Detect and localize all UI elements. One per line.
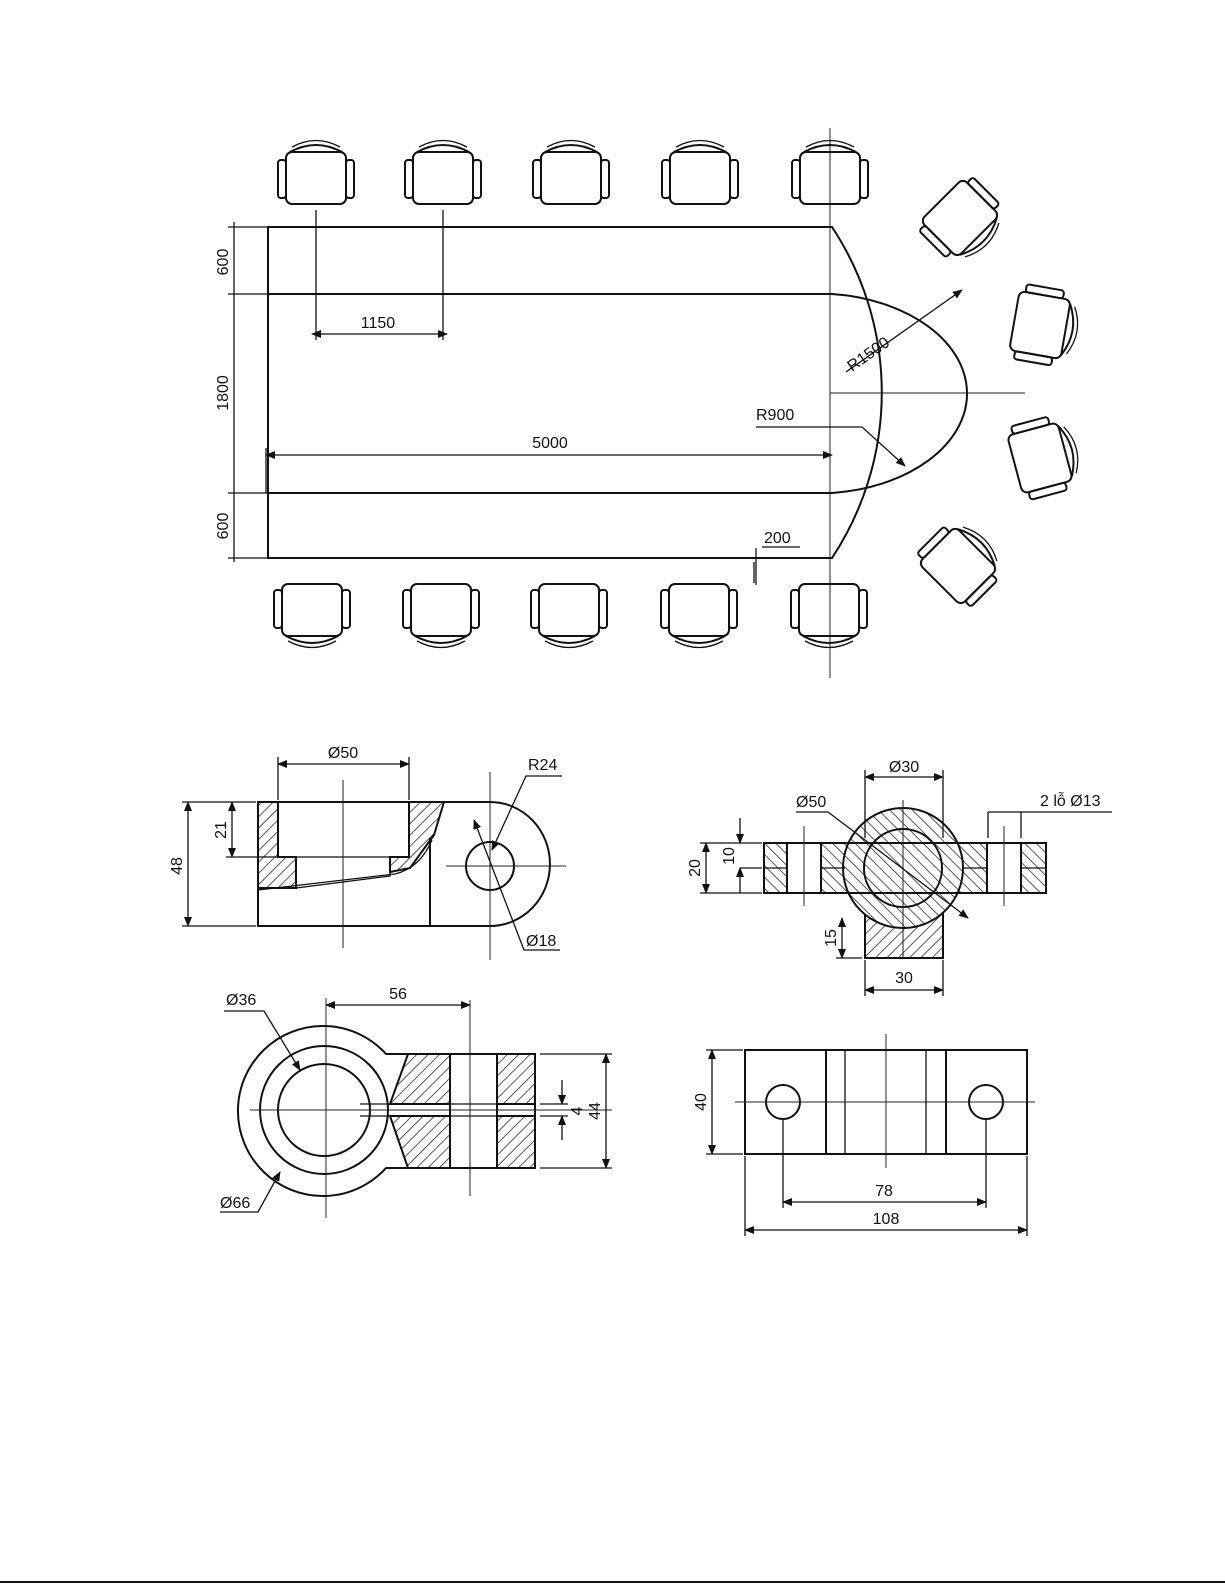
dim-r24: R24 <box>528 757 557 774</box>
dim-dia50-a: Ø50 <box>328 745 358 762</box>
dim-4: 4 <box>569 1106 586 1115</box>
part-a-top-view: 56 Ø36 Ø66 44 4 <box>220 986 612 1218</box>
conference-table-plan: 600 1800 600 1150 5000 R1500 R900 200 <box>215 128 1086 678</box>
dim-600-bottom: 600 <box>215 513 232 540</box>
chair-bottom-row <box>274 584 867 648</box>
dim-1150: 1150 <box>361 315 396 332</box>
dim-5000: 5000 <box>532 435 568 452</box>
part-b-front-view: Ø30 Ø50 2 lỗ Ø13 20 10 15 30 <box>687 759 1112 996</box>
dim-108: 108 <box>873 1211 900 1228</box>
dim-21: 21 <box>213 821 230 839</box>
dim-dia66: Ø66 <box>220 1195 250 1212</box>
dim-r1500: R1500 <box>845 334 893 375</box>
dim-1800: 1800 <box>215 375 232 411</box>
dim-56: 56 <box>389 986 407 1003</box>
dim-44: 44 <box>587 1102 604 1120</box>
dim-10: 10 <box>721 847 738 865</box>
chair-top-row <box>278 141 868 205</box>
dim-600-top: 600 <box>215 249 232 276</box>
dim-30: 30 <box>895 970 913 987</box>
part-b-top-view: 40 78 108 <box>693 1034 1035 1236</box>
dim-15: 15 <box>823 929 840 947</box>
chair-curved-side <box>913 173 1086 612</box>
part-a-front-view: Ø50 R24 48 21 Ø18 <box>169 745 566 960</box>
dim-2-holes-dia13: 2 lỗ Ø13 <box>1040 791 1101 810</box>
dim-dia50-b: Ø50 <box>796 794 826 811</box>
dim-dia18: Ø18 <box>526 933 556 950</box>
dim-20: 20 <box>687 859 704 877</box>
dim-200: 200 <box>764 530 791 547</box>
dim-dia30: Ø30 <box>889 759 919 776</box>
dim-dia36: Ø36 <box>226 992 256 1009</box>
dim-40: 40 <box>693 1093 710 1111</box>
dim-48: 48 <box>169 857 186 875</box>
dim-78: 78 <box>875 1183 893 1200</box>
dim-r900: R900 <box>756 407 794 424</box>
